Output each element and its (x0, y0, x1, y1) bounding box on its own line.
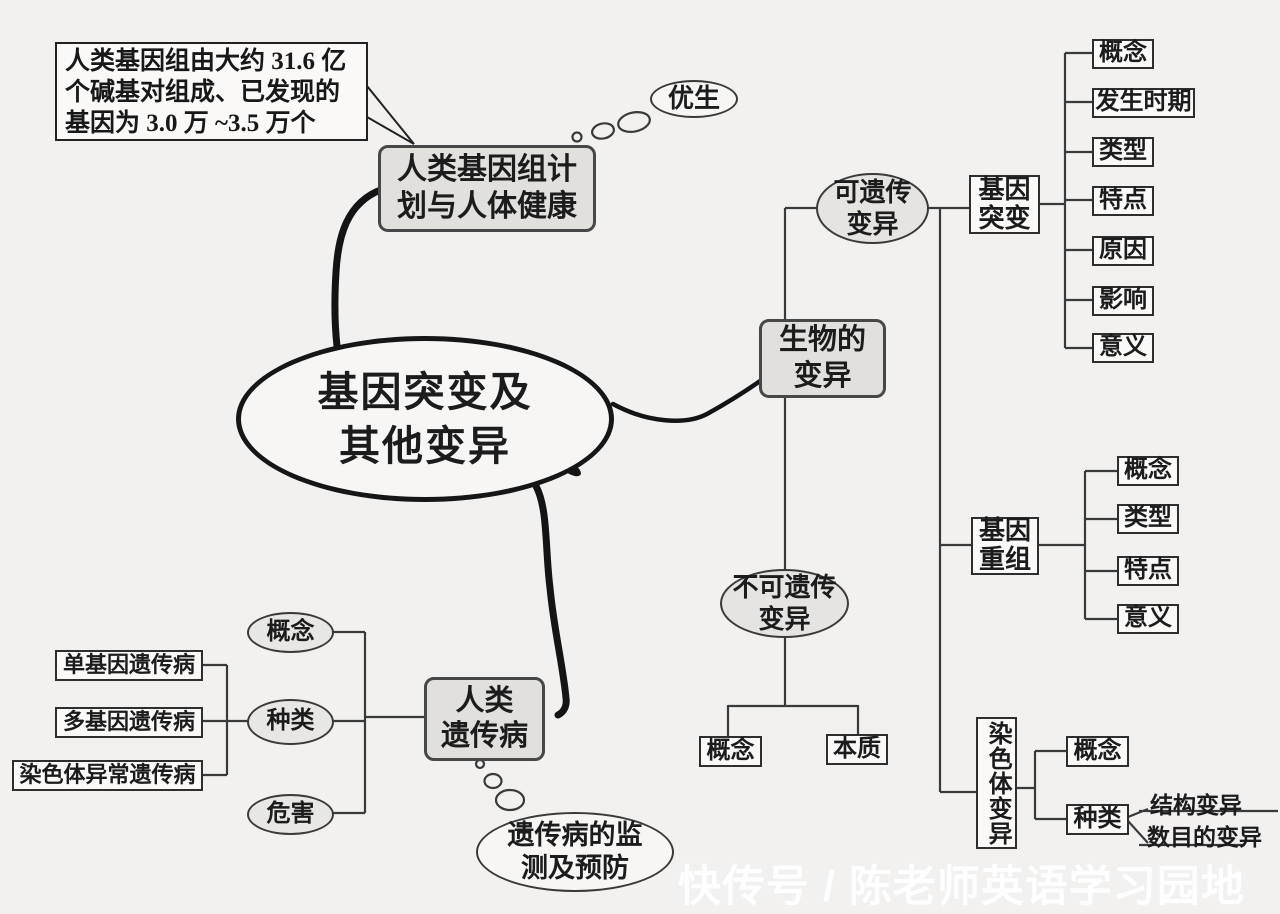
node-human-genetic-disease: 人类 遗传病 (424, 677, 545, 761)
disease-kind-polygenic: 多基因遗传病 (55, 707, 203, 738)
node-central-topic: 基因突变及 其他变异 (236, 336, 614, 502)
disease-item-harm: 危害 (247, 794, 334, 835)
chromosome-variation-item-concept: 概念 (1066, 736, 1129, 767)
label-structural-variation: 结构变异 (1150, 793, 1242, 818)
gene-mutation-item-significance: 意义 (1092, 333, 1154, 363)
node-monitoring-prevention: 遗传病的监 测及预防 (476, 812, 674, 892)
connector-lines (203, 51, 1278, 847)
gene-mutation-item-concept: 概念 (1092, 39, 1154, 69)
gene-recombination-item-concept: 概念 (1117, 456, 1179, 486)
disease-kind-chromosomal-abnormality: 染色体异常遗传病 (12, 760, 203, 791)
gene-mutation-item-causes: 原因 (1092, 236, 1154, 266)
chromosome-variation-item-kinds: 种类 (1066, 804, 1129, 835)
callout-tail (366, 85, 415, 145)
curve-central-to-biovariation (610, 376, 766, 423)
node-human-genome-project: 人类基因组计 划与人体健康 (378, 145, 596, 232)
gene-recombination-item-significance: 意义 (1117, 604, 1179, 634)
node-gene-recombination: 基因 重组 (971, 517, 1039, 575)
disease-kind-monogenic: 单基因遗传病 (55, 650, 203, 681)
node-heritable-variation: 可遗传 变异 (816, 173, 929, 244)
node-eugenics: 优生 (650, 80, 738, 118)
gene-recombination-item-types: 类型 (1117, 504, 1179, 534)
genome-annotation-box: 人类基因组由大约 31.6 亿 个碱基对组成、已发现的 基因为 3.0 万 ~3… (55, 42, 368, 141)
non-heritable-item-concept: 概念 (699, 736, 762, 767)
gene-mutation-item-period: 发生时期 (1092, 88, 1195, 118)
curve-hgp-to-central (331, 185, 387, 350)
thought-bubble-trail-monitoring (474, 758, 526, 812)
gene-mutation-item-types: 类型 (1092, 137, 1154, 167)
disease-item-concept: 概念 (247, 612, 334, 653)
non-heritable-item-essence: 本质 (826, 734, 888, 765)
node-biological-variation: 生物的 变异 (759, 319, 886, 398)
label-numerical-variation: 数目的变异 (1147, 825, 1262, 850)
gene-recombination-item-features: 特点 (1117, 556, 1179, 586)
thought-bubble-trail-eugenics (571, 111, 651, 143)
disease-item-kinds: 种类 (247, 699, 334, 745)
watermark-text: 快传号 / 陈老师英语学习园地 (678, 863, 1245, 911)
gene-mutation-item-effects: 影响 (1092, 286, 1154, 316)
brush-curves (331, 185, 766, 719)
node-non-heritable-variation: 不可遗传 变异 (720, 569, 849, 638)
curve-central-to-disease (532, 482, 570, 719)
node-chromosome-variation: 染色体变异 (976, 717, 1017, 849)
node-gene-mutation: 基因 突变 (969, 175, 1040, 234)
gene-mutation-item-features: 特点 (1092, 186, 1154, 216)
